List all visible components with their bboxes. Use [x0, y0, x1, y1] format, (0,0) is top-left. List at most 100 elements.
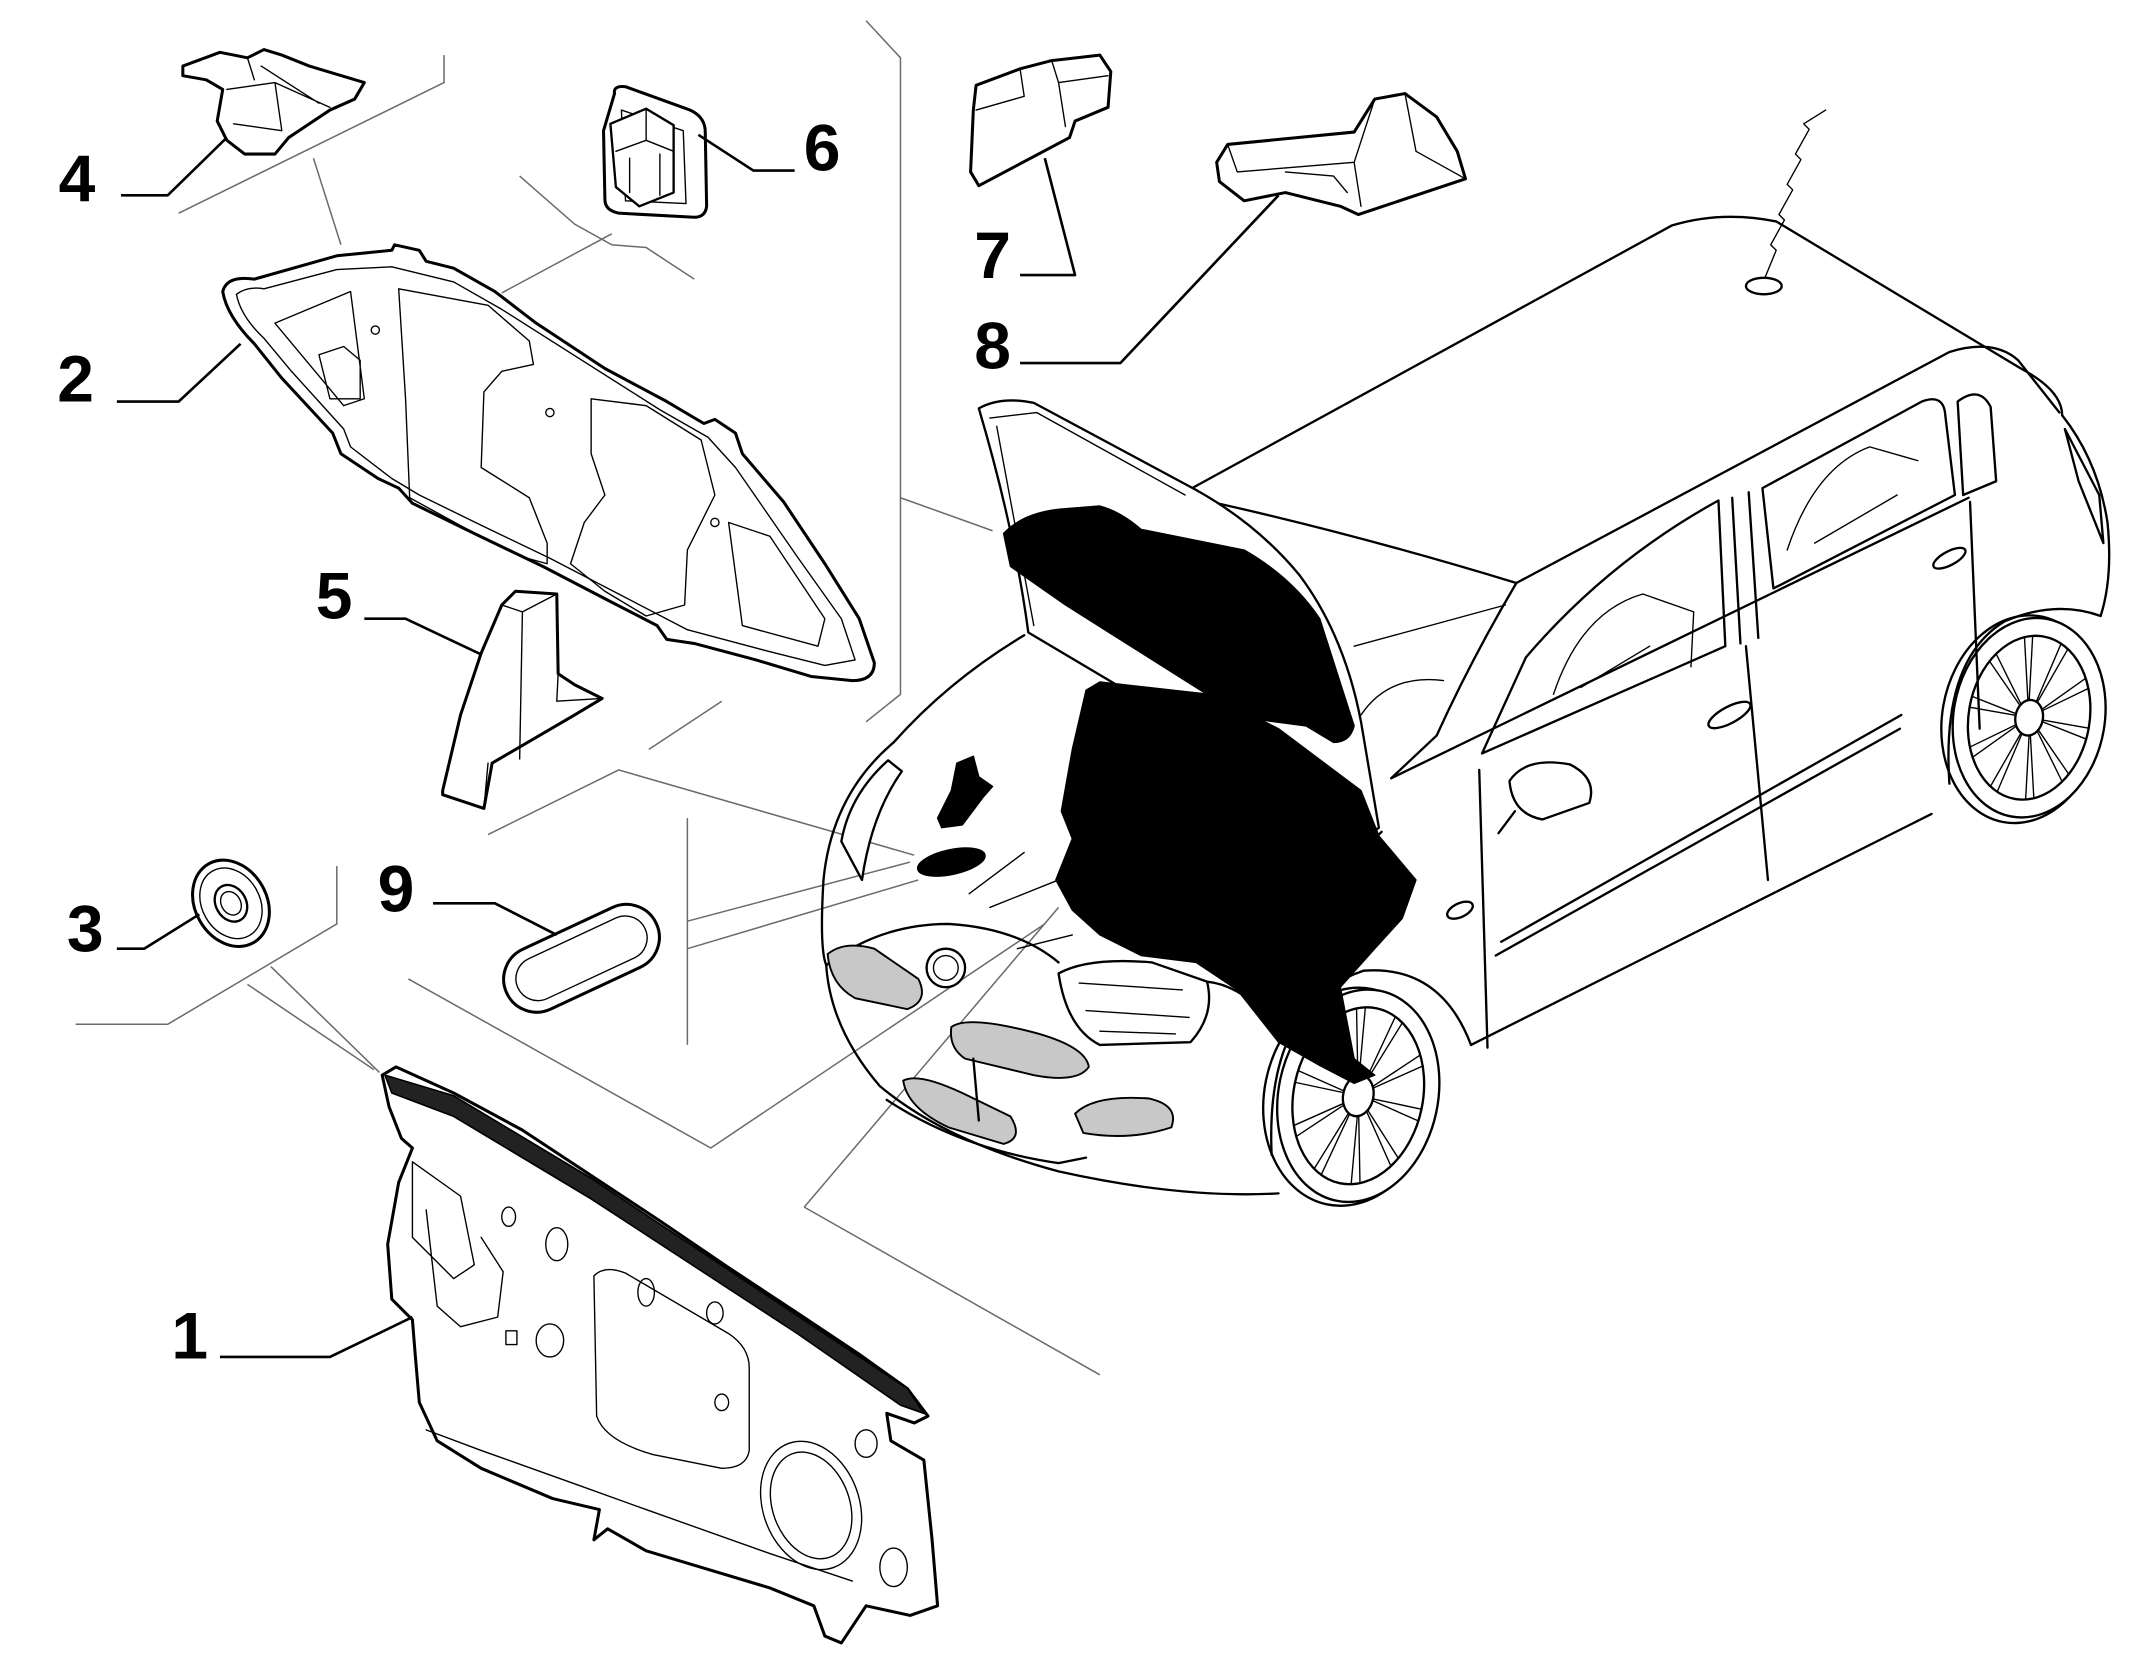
part-9-gasket — [502, 902, 661, 1014]
part-5-outline — [441, 589, 604, 810]
callout-number-1[interactable]: 1 — [171, 1298, 208, 1372]
callout-number-4[interactable]: 4 — [59, 141, 96, 215]
guide-line-part3-to-firewall-b — [270, 965, 380, 1073]
wheel-spoke — [2041, 678, 2086, 711]
car-interior-front-seat — [1552, 593, 1695, 696]
part-7-detail — [975, 59, 1109, 128]
part-2-outline — [221, 243, 876, 683]
leader-line-3 — [116, 913, 201, 950]
wheel-spoke — [2037, 729, 2069, 774]
wheel-spoke — [1296, 1104, 1345, 1137]
guide-line-part3-group — [75, 866, 338, 1026]
car — [820, 109, 2111, 1207]
engine-bay-oval-pad — [916, 847, 986, 877]
part-5-detail — [483, 593, 603, 810]
car-taillight — [2063, 427, 2105, 545]
part-8-pad — [1215, 92, 1468, 217]
rear-rim — [1966, 634, 2092, 801]
part-2-raised-right — [569, 398, 716, 617]
wheel-spoke — [1366, 1017, 1396, 1079]
part-1-left-contour — [425, 1209, 504, 1328]
guide-line-part1-b — [803, 906, 1060, 1208]
car-rear-door-edge — [1968, 500, 1981, 730]
car-door-handle-front — [1707, 700, 1752, 730]
guide-line-part6-to-panel — [501, 233, 613, 294]
wheel-spoke — [1295, 1081, 1345, 1094]
wheel-spoke — [1989, 661, 2021, 707]
car-rear-end — [2060, 414, 2111, 618]
rear-wheel — [1940, 614, 2107, 825]
part-1-hole — [879, 1547, 909, 1588]
guide-line-part3-to-firewall-a — [247, 983, 375, 1071]
part-1-large-opening-inner — [769, 1451, 853, 1560]
part-2-hole — [545, 407, 555, 418]
callout-number-7[interactable]: 7 — [974, 218, 1011, 292]
wheel-spoke — [1298, 1070, 1345, 1092]
part-3-ring — [199, 867, 263, 940]
wheel-spoke — [1314, 1112, 1350, 1169]
car-plate-divider — [972, 1057, 980, 1122]
rear-wheel-spokes — [1970, 636, 2089, 799]
car-mirror-stalk — [1497, 810, 1517, 835]
part-2-inner-edge — [235, 266, 856, 667]
part-1-hole — [854, 1429, 878, 1459]
leader-line-7 — [1020, 157, 1077, 277]
guide-line-part5-to-car — [487, 769, 915, 856]
part-1-center-recess — [593, 1268, 750, 1470]
leader-line-6 — [697, 133, 795, 172]
wheel-spoke — [1372, 1065, 1423, 1089]
callouts: 1 2 3 4 5 6 7 8 9 — [57, 111, 1011, 1373]
car-far-headlight — [840, 759, 904, 882]
callout-number-2[interactable]: 2 — [57, 342, 94, 416]
car-bonnet-opening-edge — [825, 922, 1060, 967]
car-logo — [925, 947, 967, 989]
car-near-headlight-details — [1078, 982, 1190, 1035]
wheel-spoke — [1970, 724, 2017, 748]
wheel-spoke — [2041, 719, 2089, 729]
guide-line-divider — [865, 20, 902, 723]
wheel-spoke — [2028, 636, 2034, 701]
car-near-headlight — [1057, 959, 1211, 1047]
wheel-spoke — [1371, 1099, 1418, 1122]
guide-line-part1-a — [803, 1206, 1101, 1376]
firewall-insulation-pad — [1055, 681, 1417, 1085]
leader-lines — [116, 133, 1280, 1359]
car-sill — [1469, 812, 1933, 1047]
leader-line-5 — [364, 617, 482, 656]
wheel-spoke — [1367, 1023, 1403, 1080]
wheel-spoke — [1358, 1115, 1361, 1183]
car-front-window — [1480, 499, 1727, 755]
wheel-spoke — [1996, 654, 2022, 705]
wheel-spoke — [1294, 1102, 1345, 1126]
wheel-spoke — [2023, 637, 2029, 701]
guide-line-part6-group — [519, 175, 695, 280]
callout-number-6[interactable]: 6 — [804, 111, 841, 185]
leader-line-1 — [219, 1315, 413, 1359]
part-8-detail — [1226, 92, 1467, 207]
wheel-spoke — [1350, 1115, 1359, 1184]
part-3-grommet — [191, 858, 271, 948]
guide-line-top-left — [178, 55, 445, 214]
part-1-hole — [501, 1206, 517, 1228]
callout-number-3[interactable]: 3 — [67, 891, 104, 965]
wheel-spoke — [1372, 1055, 1420, 1088]
part-1-lower-contour — [425, 1429, 854, 1582]
car-a-pillar — [1390, 581, 1518, 780]
car-fog-light — [1073, 1096, 1174, 1137]
wheel-spoke — [2036, 730, 2063, 782]
wheel-spoke — [1973, 725, 2018, 758]
callout-number-8[interactable]: 8 — [974, 309, 1011, 383]
part-4-detail — [226, 57, 331, 132]
callout-number-5[interactable]: 5 — [316, 559, 353, 633]
part-7-outline — [969, 53, 1113, 188]
car-antenna — [1763, 109, 1827, 282]
wheel-spoke — [1990, 732, 2022, 786]
guide-lines — [75, 20, 1101, 1376]
car-windshield-top — [1178, 493, 1518, 585]
car-front-left-fender — [820, 634, 1026, 967]
callout-number-9[interactable]: 9 — [378, 852, 415, 926]
wheel-spoke — [2041, 721, 2086, 740]
part-1-left-pocket — [411, 1161, 475, 1280]
car-interior-dash — [1353, 604, 1507, 716]
car-interior-rear-seat — [1786, 446, 1919, 551]
